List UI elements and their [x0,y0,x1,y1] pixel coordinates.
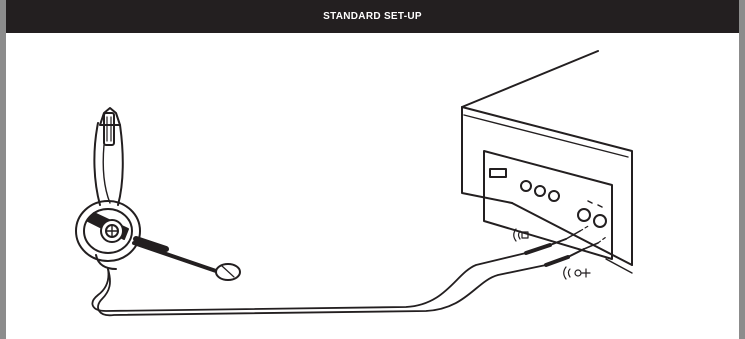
headset-cable [91,252,547,317]
section-header: STANDARD SET-UP [6,0,739,33]
right-border [739,0,745,339]
left-border [0,0,6,339]
headphone-jack-symbol-icon [513,228,529,242]
audio-plug-1 [524,230,581,255]
setup-illustration [75,50,633,317]
computer-tower-icon [461,50,633,274]
audio-plug-2 [544,242,599,267]
headset-icon [75,107,241,281]
microphone-jack-symbol-icon [563,266,591,280]
section-title: STANDARD SET-UP [323,11,422,22]
